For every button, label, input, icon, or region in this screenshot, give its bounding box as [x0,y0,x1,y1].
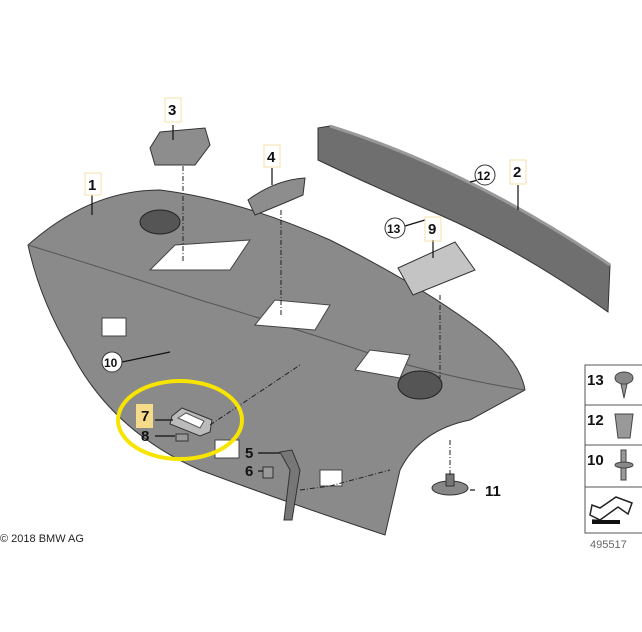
nut-icon [614,413,634,439]
callout-5[interactable]: 5 [245,445,253,462]
part-5-bracket[interactable] [279,449,301,521]
part-7-frame[interactable] [169,407,213,437]
diagram-id: 495517 [590,539,627,551]
callout-12[interactable]: 12 [477,169,491,183]
part-9-plate[interactable] [397,241,476,296]
legend-10[interactable]: 10 [587,452,604,469]
fastener-legend: 13 12 10 [584,364,642,534]
callout-8[interactable]: 8 [141,428,149,445]
part-2-rear-bar[interactable] [317,124,611,313]
callout-2[interactable]: 2 [513,164,521,181]
callout-3[interactable]: 3 [168,102,176,119]
highlight-label-box [136,404,153,428]
bolt-icon [614,371,634,399]
callout-circle [101,351,123,373]
part-11-fastener[interactable] [431,473,469,496]
callout-1[interactable]: 1 [88,177,96,194]
copyright: © 2018 BMW AG [0,533,84,545]
callout-10[interactable]: 10 [104,356,118,370]
callout-6[interactable]: 6 [245,463,253,480]
callout-4[interactable]: 4 [267,149,276,166]
part-6-clip[interactable] [262,466,274,479]
callout-13[interactable]: 13 [387,222,401,236]
legend-13[interactable]: 13 [587,372,604,389]
screw-icon [614,449,634,481]
label-box [84,172,102,196]
part-8-insert[interactable] [175,433,189,442]
callout-11[interactable]: 11 [485,483,501,500]
callout-9[interactable]: 9 [428,221,436,238]
legend-12[interactable]: 12 [587,412,604,429]
callout-7[interactable]: 7 [141,408,149,425]
part-3-speaker-cover[interactable] [149,127,211,166]
part-1-parcel-shelf[interactable] [27,189,526,536]
highlight-ellipse [116,379,244,461]
part-4-cover-panel[interactable] [247,177,306,216]
